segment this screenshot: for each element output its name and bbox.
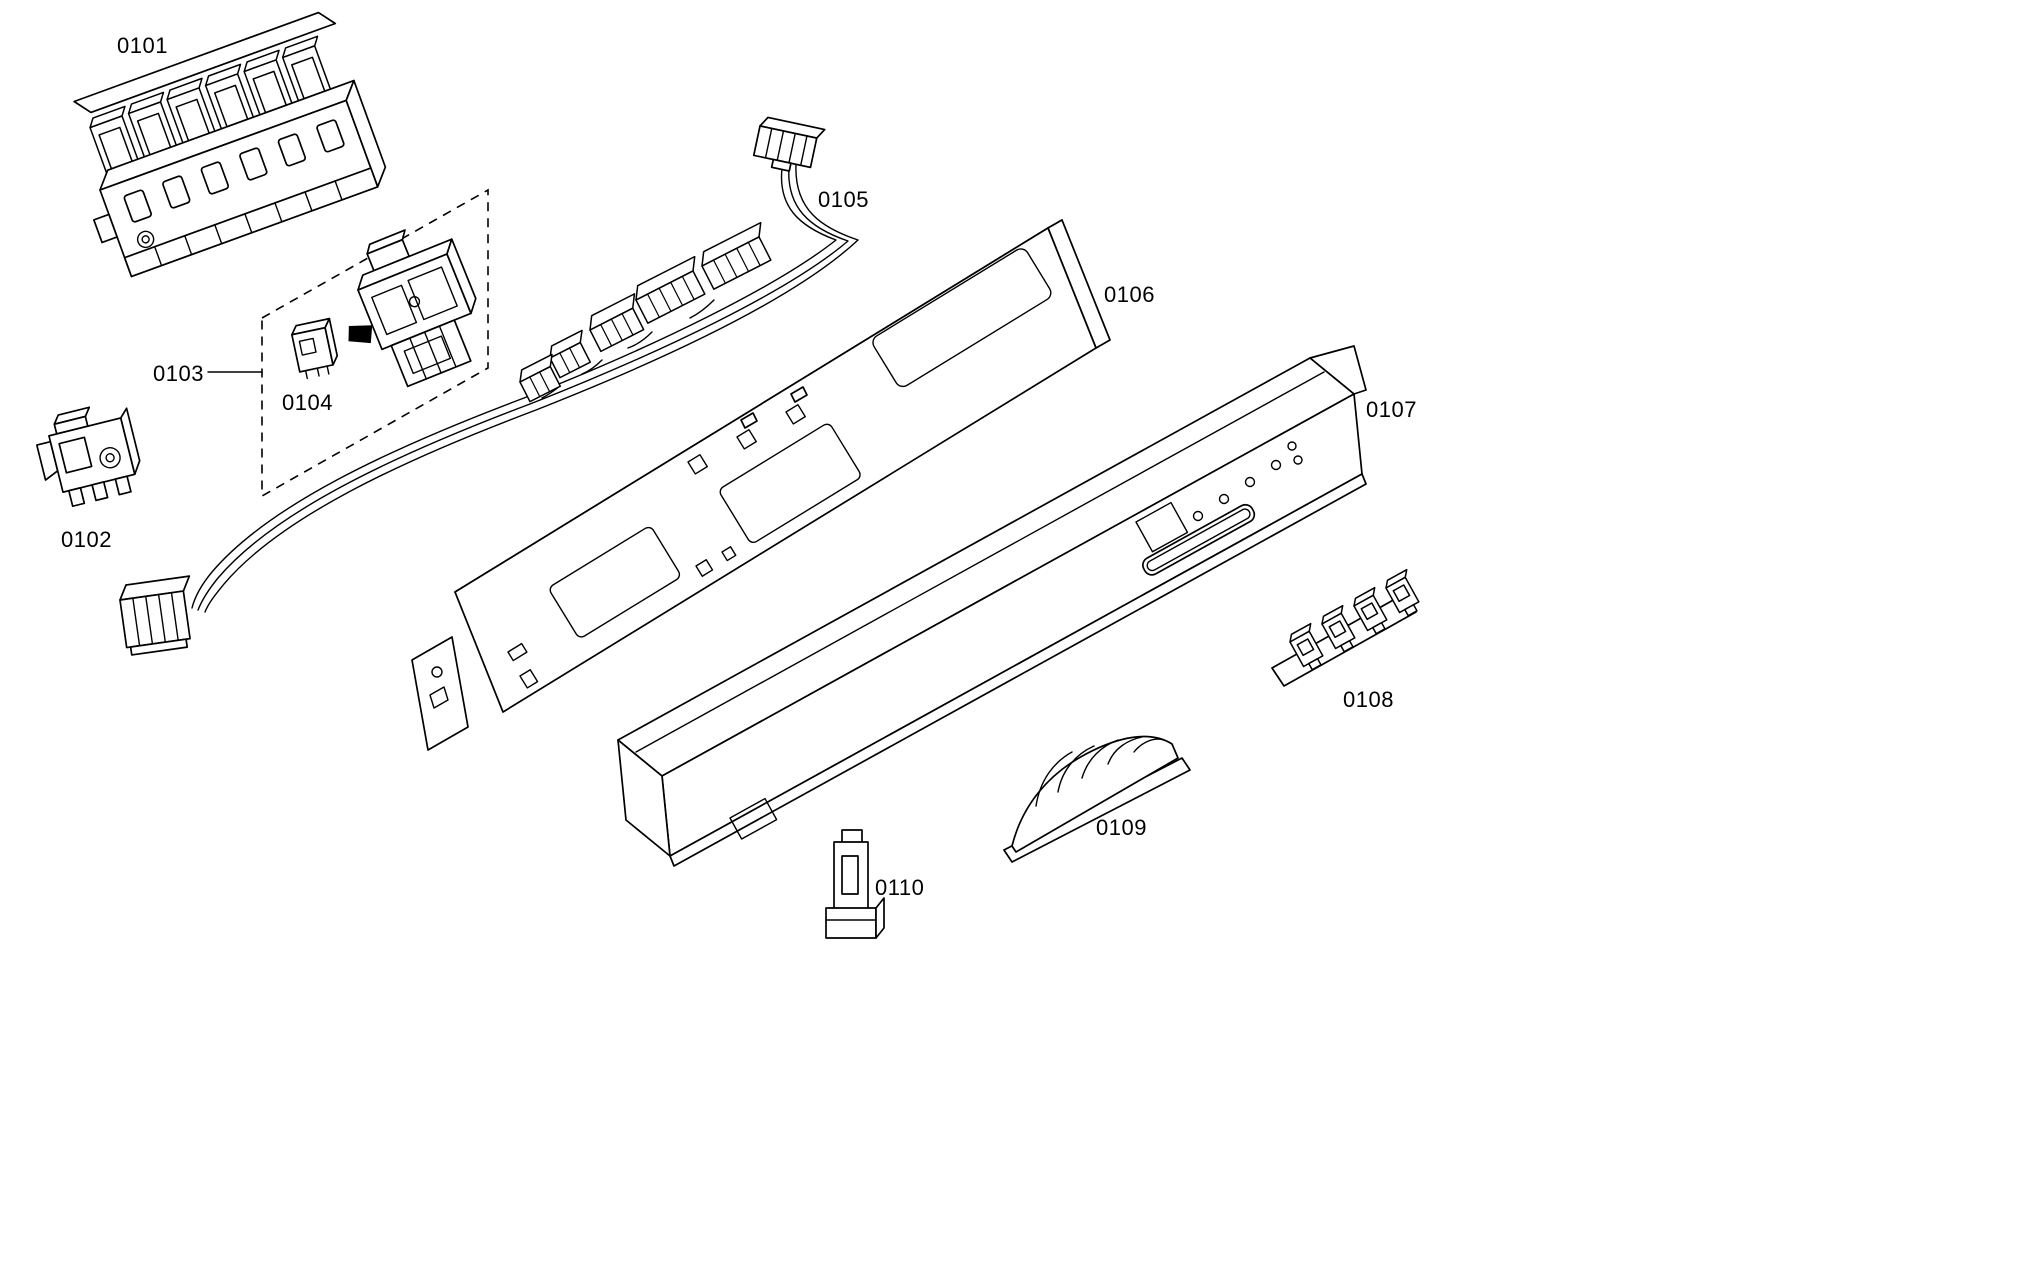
part-0102-switch	[35, 406, 141, 508]
part-0106-inner-panel	[411, 219, 1111, 751]
part-label-0103: 0103	[153, 361, 204, 386]
part-label-0102: 0102	[61, 527, 112, 552]
part-0103-dashed-boundary	[207, 188, 489, 498]
part-0105-wire-harness	[119, 116, 859, 656]
part-label-0106: 0106	[1104, 282, 1155, 307]
harness-plug	[695, 221, 779, 290]
part-0104-relay	[291, 317, 339, 380]
part-label-0101: 0101	[117, 33, 168, 58]
harness-end-connector	[119, 575, 191, 656]
part-0107-control-panel-fascia	[617, 345, 1367, 867]
part-label-0107: 0107	[1366, 397, 1417, 422]
harness-plug	[629, 255, 713, 324]
part-0108-button-kit	[1271, 568, 1428, 687]
harness-top-connector	[752, 116, 826, 172]
part-0110-latch	[825, 829, 885, 939]
part-0109-bracket	[1003, 735, 1191, 863]
part-label-0105: 0105	[818, 187, 869, 212]
part-0103-assembly	[348, 229, 477, 388]
part-0101-control-unit	[73, 11, 387, 278]
part-label-0109: 0109	[1096, 815, 1147, 840]
part-label-0104: 0104	[282, 390, 333, 415]
part-label-0108: 0108	[1343, 687, 1394, 712]
part-label-0110: 0110	[875, 875, 925, 900]
